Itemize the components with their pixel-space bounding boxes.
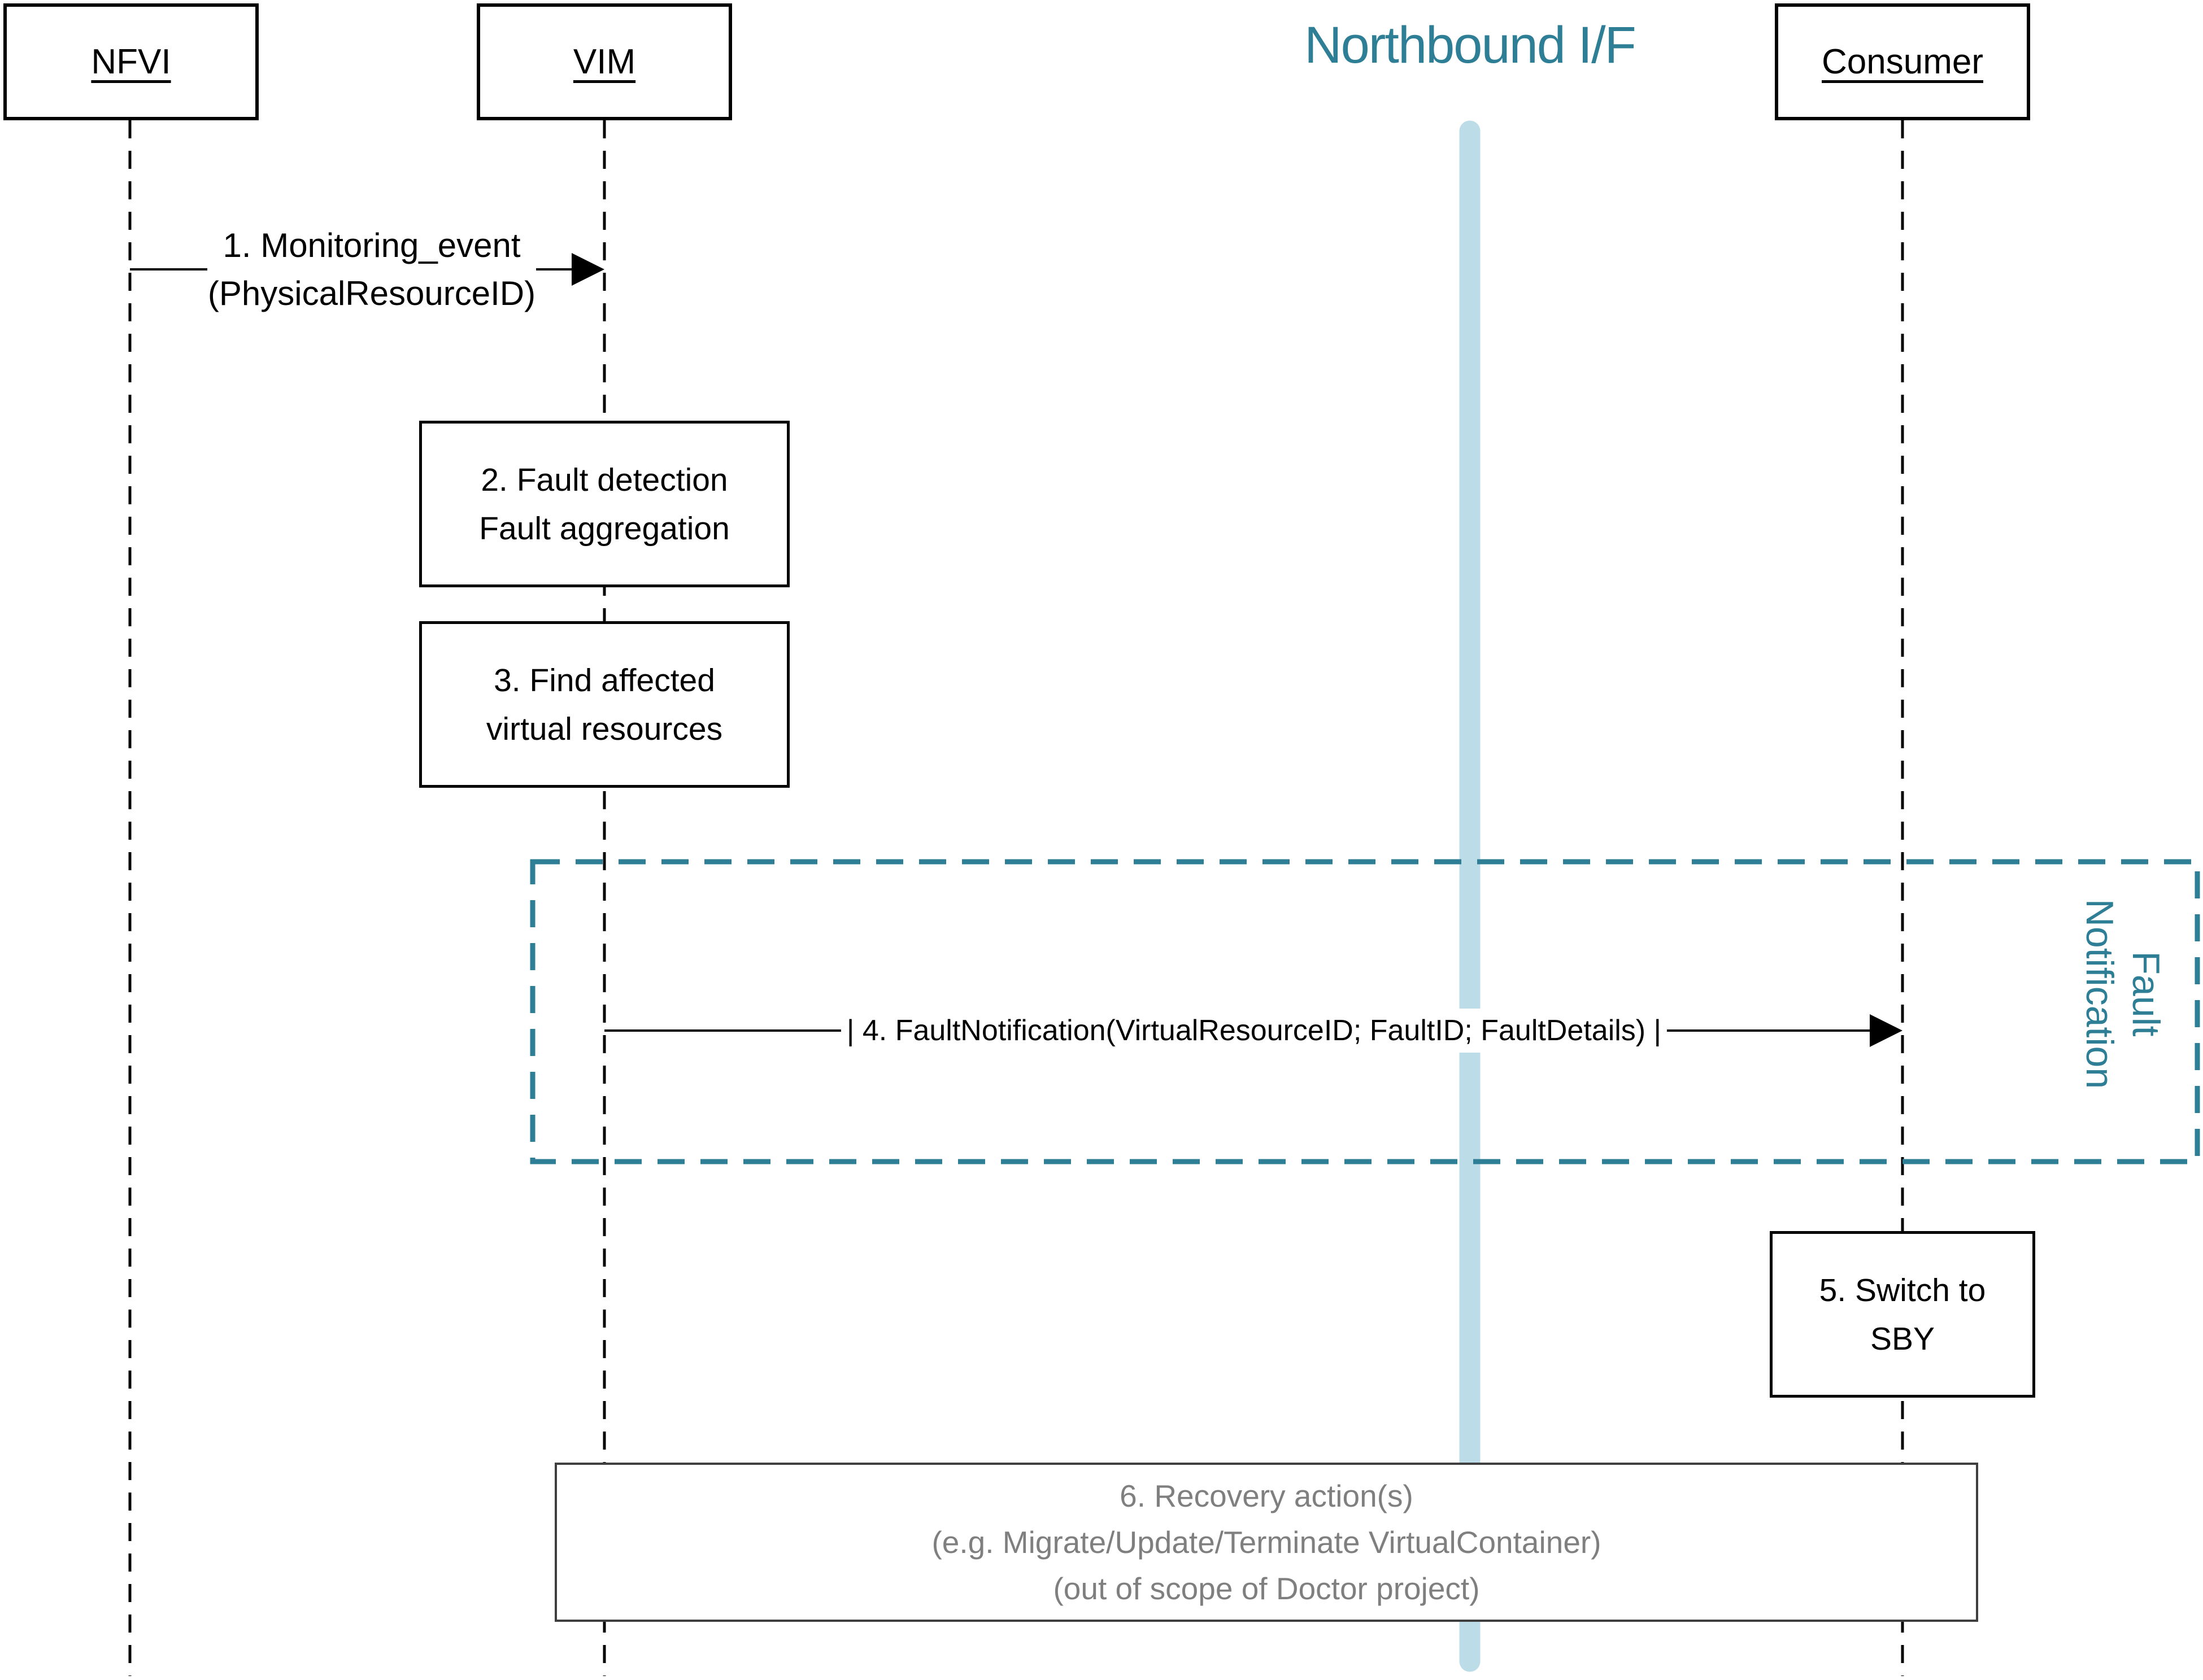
actor-box-vim: VIM: [477, 3, 732, 120]
actor-box-consumer: Consumer: [1775, 3, 2030, 120]
activity-5-line1: 5. Switch to: [1819, 1272, 1986, 1308]
actor-label-vim: VIM: [573, 42, 636, 81]
northbound-interface-title: Northbound I/F: [1304, 16, 1636, 74]
message-1-label-line2: (PhysicalResourceID): [207, 274, 536, 312]
message-4-label: | 4. FaultNotification(VirtualResourceID…: [841, 1009, 1668, 1053]
activity-2-line2: Fault aggregation: [479, 510, 730, 547]
group-label-line1: Fault: [2124, 951, 2167, 1037]
message-1-arrowhead-icon: [572, 253, 604, 286]
activity-2-line1: 2. Fault detection: [481, 461, 728, 498]
message-4-arrowhead-icon: [1870, 1014, 1902, 1047]
activity-6-line3: (out of scope of Doctor project): [1053, 1571, 1480, 1606]
message-1-label-line1: 1. Monitoring_event: [223, 226, 521, 264]
activity-box-2-fault-detection: 2. Fault detection Fault aggregation: [419, 421, 790, 587]
activity-box-6-recovery-actions: 6. Recovery action(s) (e.g. Migrate/Upda…: [555, 1463, 1978, 1622]
actor-box-nfvi: NFVI: [3, 3, 259, 120]
activity-3-line1: 3. Find affected: [494, 662, 715, 699]
activity-6-line2: (e.g. Migrate/Update/Terminate VirtualCo…: [931, 1525, 1601, 1560]
actor-label-nfvi: NFVI: [91, 42, 171, 81]
actor-label-consumer: Consumer: [1822, 42, 1983, 81]
activity-3-line2: virtual resources: [486, 710, 723, 747]
fault-notification-group-label: Fault Notification: [2076, 899, 2169, 1089]
activity-5-line2: SBY: [1870, 1320, 1935, 1357]
activity-6-line1: 6. Recovery action(s): [1120, 1478, 1413, 1513]
message-1-label: 1. Monitoring_event (PhysicalResourceID): [207, 221, 536, 317]
activity-box-5-switch-to-sby: 5. Switch to SBY: [1770, 1231, 2035, 1398]
fault-notification-group-box: [530, 859, 2200, 1164]
activity-box-3-find-affected: 3. Find affected virtual resources: [419, 621, 790, 788]
group-label-line2: Notification: [2078, 898, 2121, 1089]
